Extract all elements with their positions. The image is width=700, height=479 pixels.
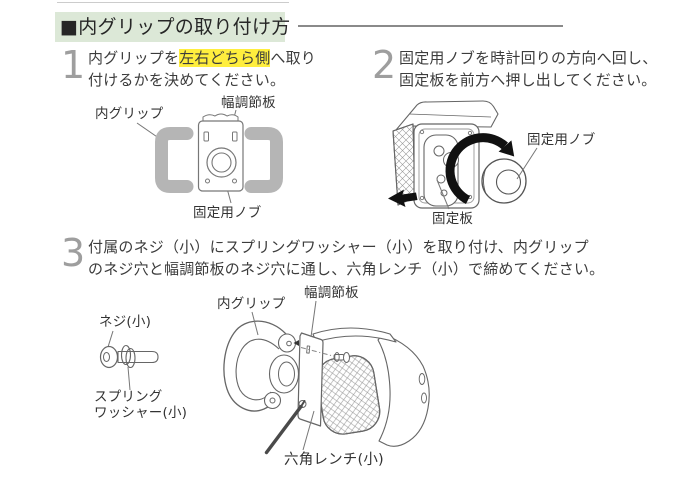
step3-line1: 付属のネジ（小）にスプリングワッシャー（小）を取り付け、内グリップ <box>88 238 589 256</box>
step2-label-fixing-plate: 固定板 <box>432 211 474 227</box>
crosshatch-panel-2 <box>316 355 381 435</box>
step1-grip-plate-diagram <box>136 109 283 204</box>
insert-arrow-icon <box>293 340 299 346</box>
step3-label-inner-grip: 内グリップ <box>217 296 286 312</box>
clockwise-arrowhead <box>498 140 515 157</box>
inner-grip-icon <box>223 320 287 412</box>
left-grip-icon <box>155 127 194 193</box>
step1-text: 内グリップを左右どちら側へ取り 付けるかを決めてください。 <box>88 48 316 91</box>
fixing-plate-icon <box>423 134 459 207</box>
title-rule-line <box>298 25 563 27</box>
step2-number: 2 <box>372 43 397 87</box>
width-plate-icon-2 <box>297 332 324 427</box>
step2-device-diagram <box>388 100 538 210</box>
step3-screw-diagram <box>99 330 159 391</box>
width-plate-icon <box>197 120 244 192</box>
push-left-arrow-icon <box>388 189 418 207</box>
step3-label-spring-washer-line1: スプリング <box>94 389 163 405</box>
crosshatch-panel <box>392 123 416 206</box>
step2-line2: 固定板を前方へ押し出してください。 <box>399 70 657 89</box>
small-screw-icon <box>333 352 350 363</box>
step2-label-fixing-knob: 固定用ノブ <box>527 132 596 148</box>
step3-label-spring-washer: スプリング ワッシャー(小) <box>94 389 187 421</box>
screw-head <box>99 345 119 369</box>
page-top-edge-line <box>57 2 289 3</box>
step3-number: 3 <box>61 231 86 275</box>
step3-assembly-diagram <box>223 300 430 455</box>
section-title-highlight: ■内グリップの取り付け方 <box>55 12 291 42</box>
screw-shaft <box>117 350 159 364</box>
step3-label-width-plate: 幅調節板 <box>304 285 359 301</box>
step2-line1: 固定用ノブを時計回りの方向へ回し、 <box>399 49 658 67</box>
step1-number: 1 <box>61 43 86 87</box>
hex-wrench-icon <box>264 404 303 455</box>
step1-label-fixing-knob: 固定用ノブ <box>193 205 262 221</box>
step3-label-spring-washer-line2: ワッシャー(小) <box>94 405 188 421</box>
clockwise-arrow-icon <box>445 133 508 205</box>
step1-line1-post: へ取り <box>270 49 317 67</box>
fixing-knob-icon <box>206 147 237 178</box>
section-title: ■内グリップの取り付け方 <box>60 16 291 38</box>
step3-label-hex-wrench: 六角レンチ(小) <box>284 452 384 468</box>
right-grip-icon <box>244 127 283 193</box>
fixing-knob-icon-2 <box>481 158 527 204</box>
step2-text: 固定用ノブを時計回りの方向へ回し、 固定板を前方へ押し出してください。 <box>399 48 657 91</box>
step1-label-inner-grip: 内グリップ <box>95 106 164 122</box>
step3-text: 付属のネジ（小）にスプリングワッシャー（小）を取り付け、内グリップ のネジ穴と幅… <box>88 237 604 280</box>
step1-line1: 内グリップを左右どちら側へ取り <box>88 48 316 70</box>
step1-label-width-plate: 幅調節板 <box>221 95 276 111</box>
spring-washer-icon <box>120 344 132 366</box>
step1-line2: 付けるかを決めてください。 <box>88 70 286 89</box>
step1-line1-pre: 内グリップを <box>88 49 180 67</box>
step3-label-screw: ネジ(小) <box>99 314 152 330</box>
step3-line2: のネジ穴と幅調節板のネジ穴に通し、六角レンチ（小）で締めてください。 <box>88 259 605 278</box>
step1-line1-highlight: 左右どちら側 <box>179 49 271 67</box>
